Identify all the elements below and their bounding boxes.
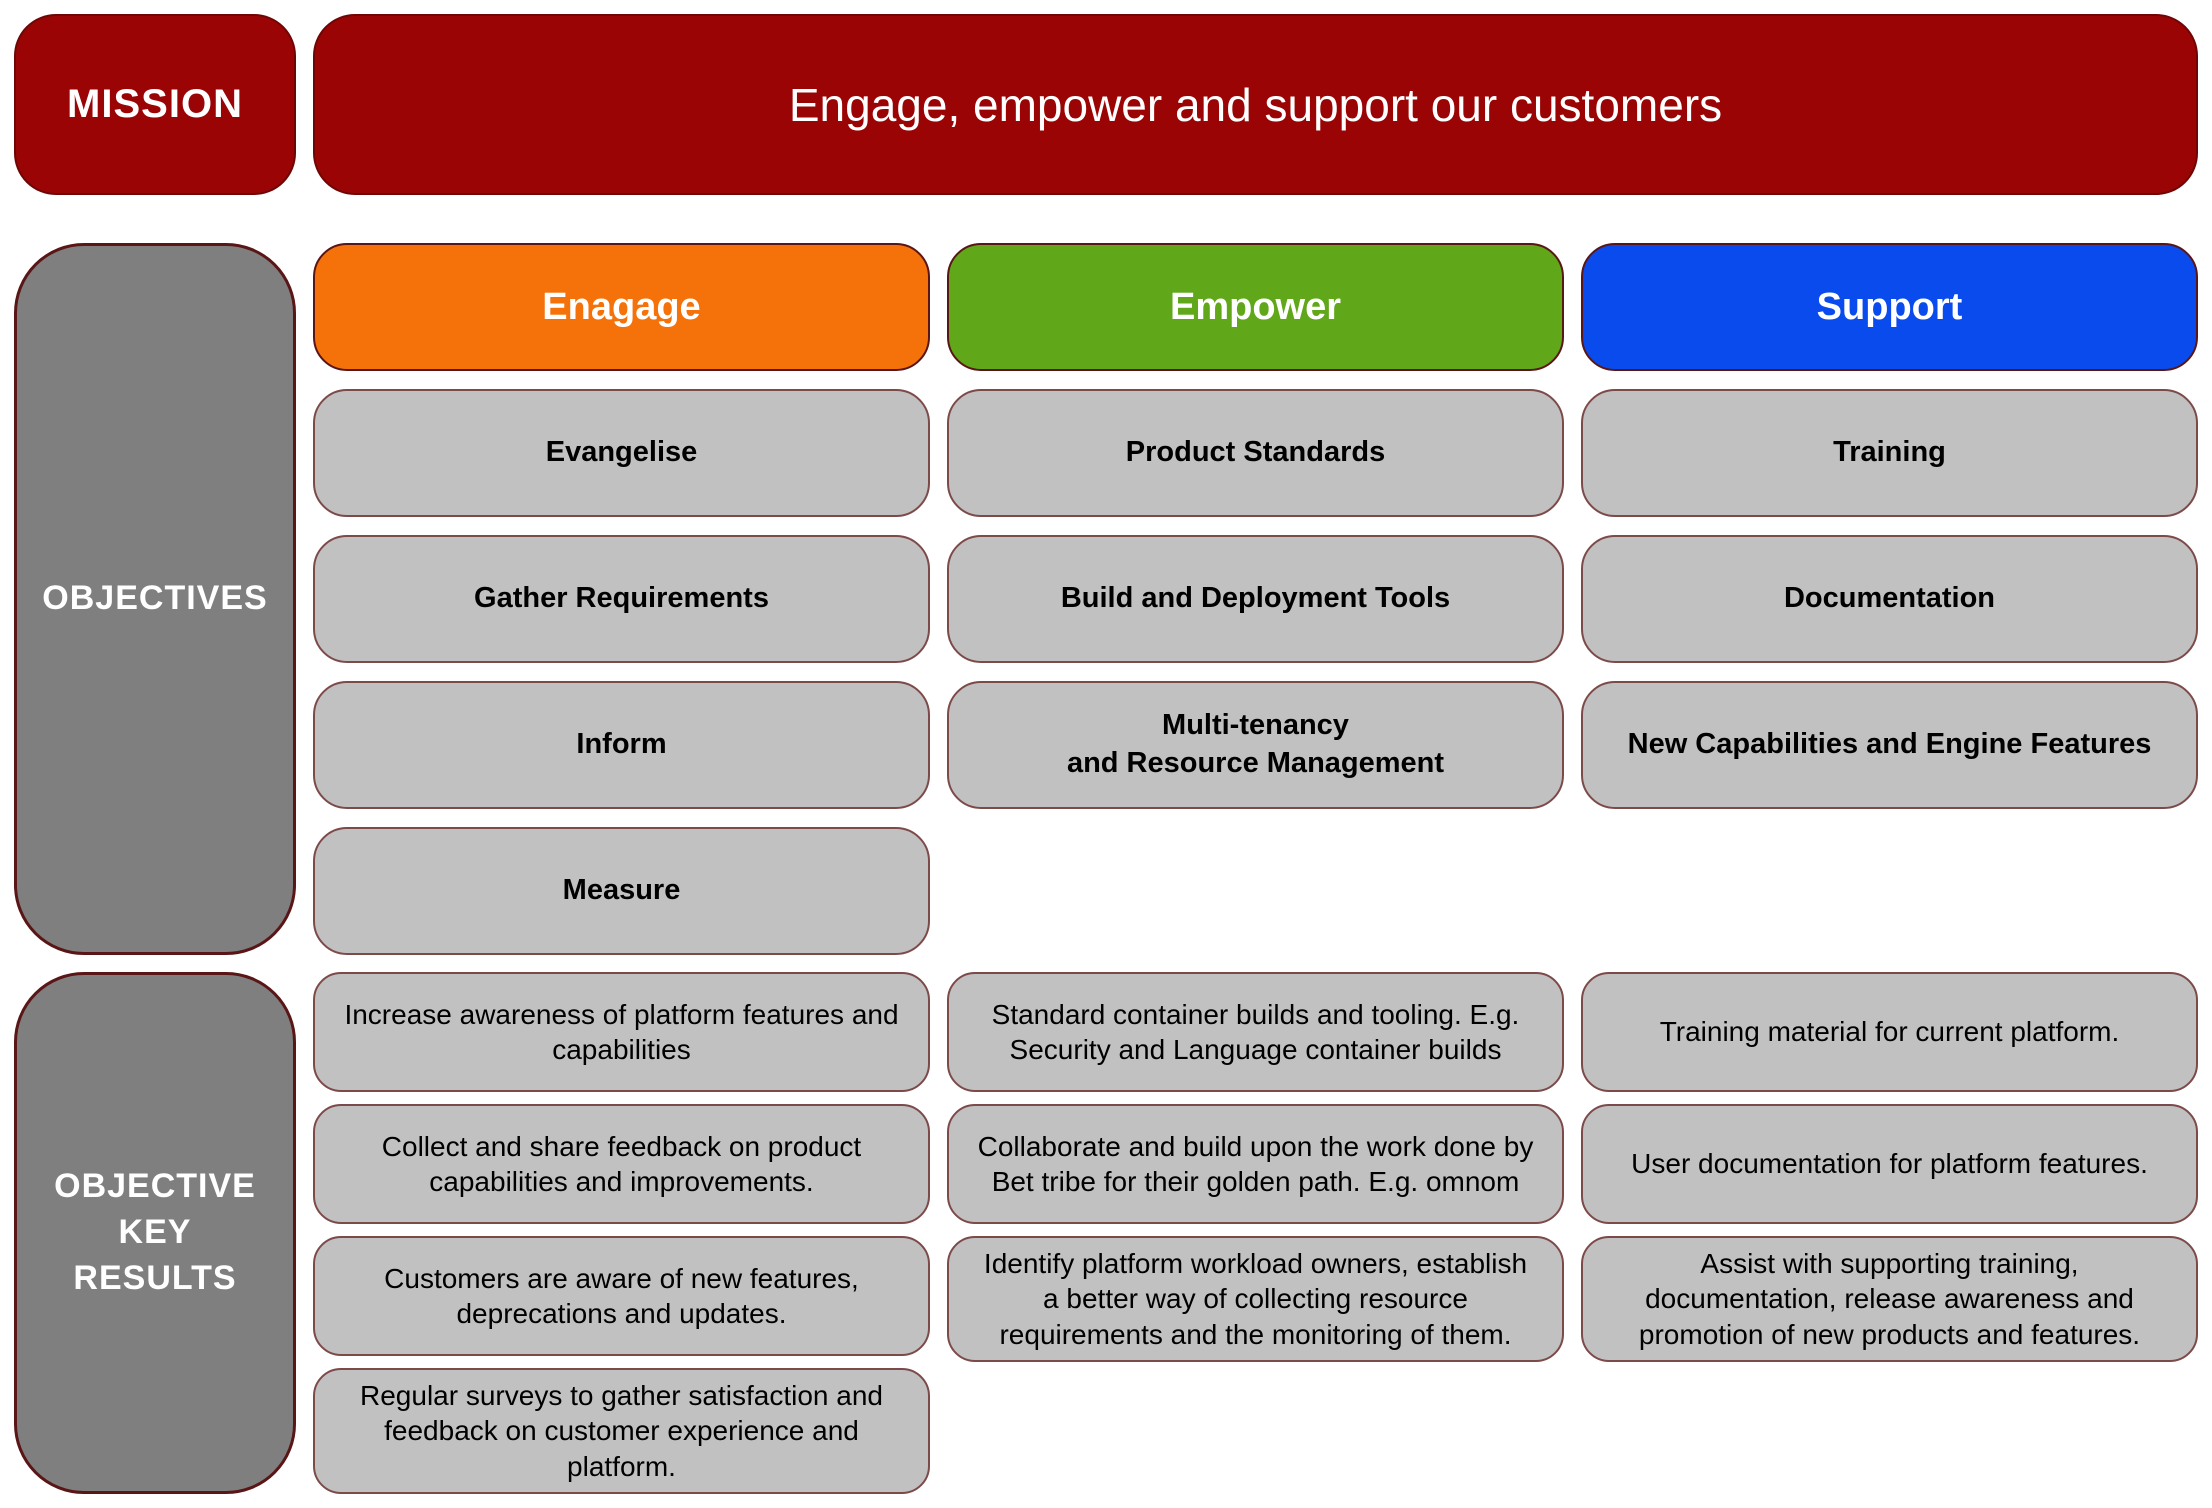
objective-item: Inform [313, 681, 930, 809]
mission-statement: Engage, empower and support our customer… [788, 78, 1723, 131]
mission-label: MISSION [67, 82, 243, 126]
column-header-engage-label: Enagage [542, 285, 701, 328]
column-header-engage: Enagage [313, 243, 930, 371]
okr-item: Collect and share feedback on product ca… [313, 1104, 930, 1224]
okr-column-engage: Increase awareness of platform features … [313, 972, 930, 1494]
objective-item: New Capabilities and Engine Features [1581, 681, 2198, 809]
okr-sidebar: OBJECTIVE KEY RESULTS [14, 972, 296, 1494]
objective-item: Build and Deployment Tools [947, 535, 1564, 663]
objective-item: Documentation [1581, 535, 2198, 663]
column-header-empower: Empower [947, 243, 1564, 371]
objectives-column-empower: Empower Product Standards Build and Depl… [947, 243, 1564, 955]
objectives-column-support: Support Training Documentation New Capab… [1581, 243, 2198, 955]
okr-item: Training material for current platform. [1581, 972, 2198, 1092]
okr-item: User documentation for platform features… [1581, 1104, 2198, 1224]
column-header-support: Support [1581, 243, 2198, 371]
objective-item: Product Standards [947, 389, 1564, 517]
objectives-column-engage: Enagage Evangelise Gather Requirements I… [313, 243, 930, 955]
okr-item: Regular surveys to gather satisfaction a… [313, 1368, 930, 1494]
column-header-support-label: Support [1816, 285, 1963, 328]
objective-item: Multi-tenancy and Resource Management [947, 681, 1564, 809]
mission-row: MISSION Engage, empower and support our … [14, 14, 2198, 195]
objective-item: Measure [313, 827, 930, 955]
okr-item: Identify platform workload owners, estab… [947, 1236, 1564, 1362]
mission-label-box: MISSION [14, 14, 296, 195]
objectives-row: OBJECTIVES Enagage Evangelise Gather Req… [14, 243, 2198, 955]
objectives-sidebar-label: OBJECTIVES [42, 579, 268, 618]
okr-item: Customers are aware of new features, dep… [313, 1236, 930, 1356]
objective-item: Gather Requirements [313, 535, 930, 663]
okr-column-empower: Standard container builds and tooling. E… [947, 972, 1564, 1494]
objective-item: Training [1581, 389, 2198, 517]
okr-item: Increase awareness of platform features … [313, 972, 930, 1092]
column-header-empower-label: Empower [1169, 285, 1342, 328]
okr-column-support: Training material for current platform. … [1581, 972, 2198, 1494]
objectives-sidebar: OBJECTIVES [14, 243, 296, 955]
okr-sidebar-label: OBJECTIVE KEY RESULTS [54, 1167, 256, 1297]
okr-item: Assist with supporting training, documen… [1581, 1236, 2198, 1362]
objective-item: Evangelise [313, 389, 930, 517]
okr-item: Standard container builds and tooling. E… [947, 972, 1564, 1092]
mission-statement-box: Engage, empower and support our customer… [313, 14, 2198, 195]
okr-item: Collaborate and build upon the work done… [947, 1104, 1564, 1224]
okr-row: OBJECTIVE KEY RESULTS Increase awareness… [14, 972, 2198, 1494]
